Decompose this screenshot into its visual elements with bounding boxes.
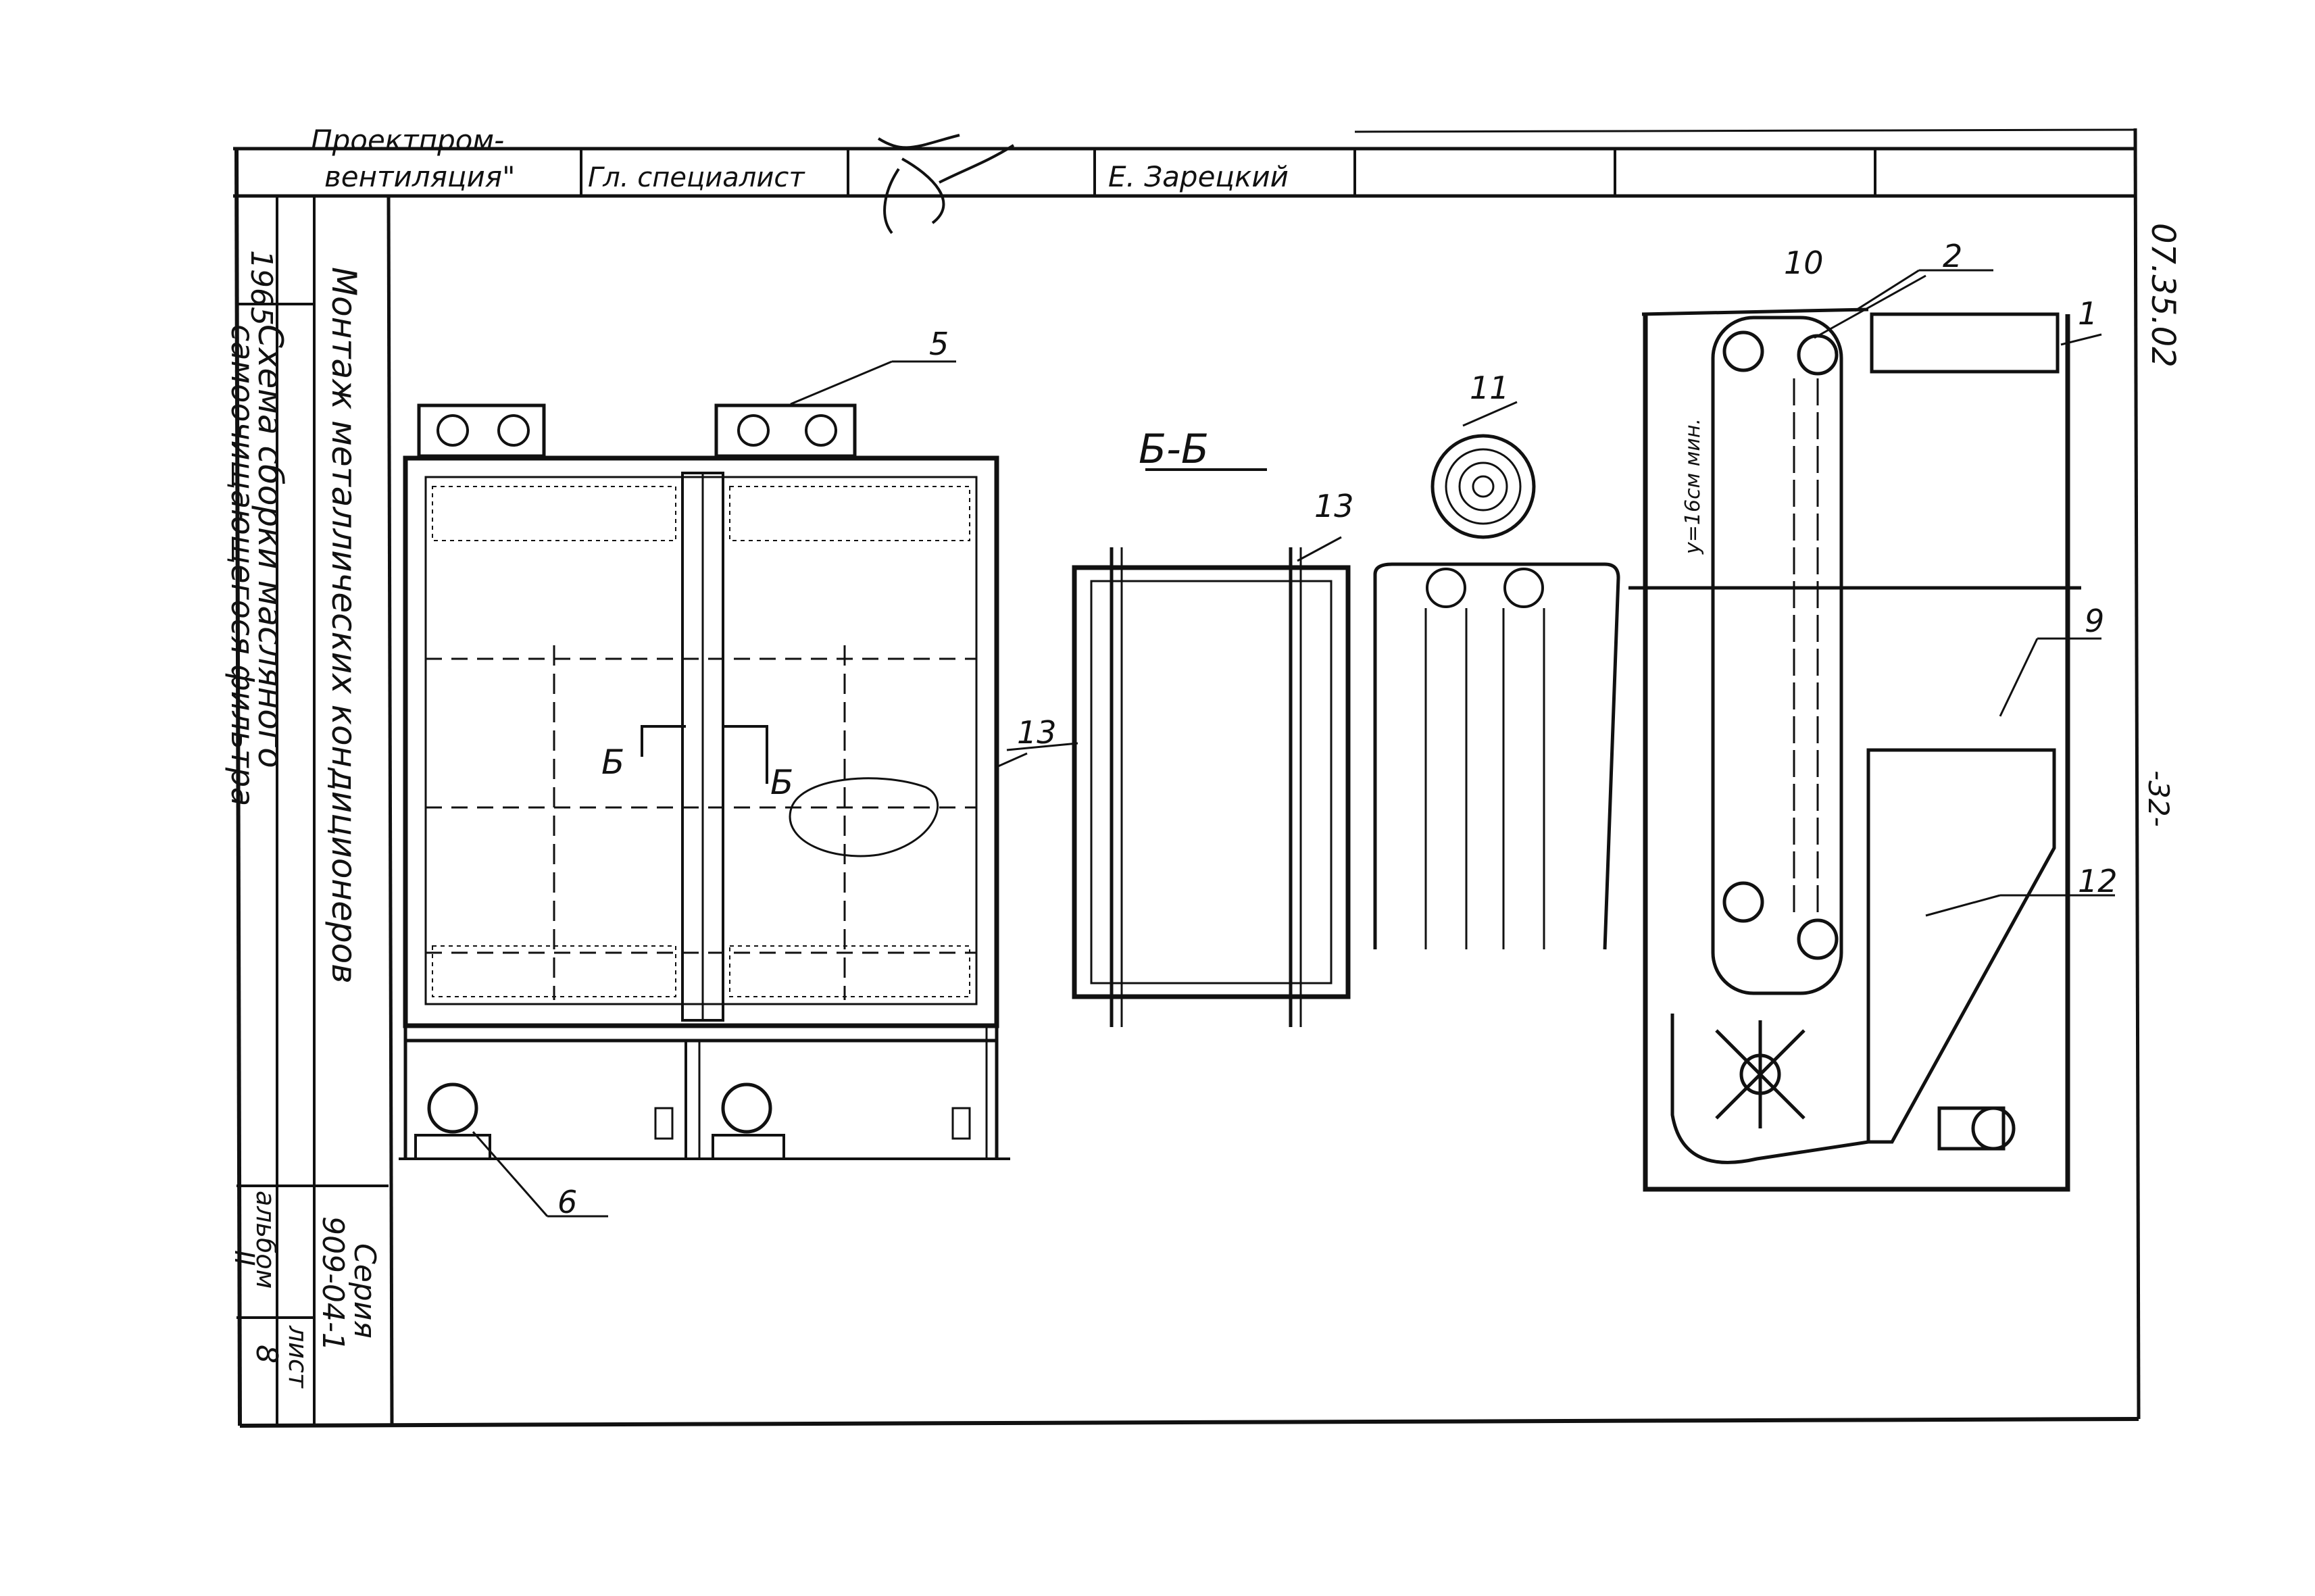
title-block: Проектпром- вентиляция" Гл. специалист Е… bbox=[224, 124, 2182, 1389]
series-number: 909-04-1 bbox=[316, 1216, 350, 1351]
callout-11: 11 bbox=[1470, 370, 1510, 406]
filter-roll-detail bbox=[1373, 401, 1620, 950]
dimension-note: y=16см мин. bbox=[1681, 418, 1705, 555]
cut-mark-right: Б bbox=[770, 763, 793, 802]
drawing-labels: Б-Б Б Б y=16см мин. 1 2 5 6 9 10 11 12 1… bbox=[557, 238, 2118, 1220]
callout-6: 6 bbox=[557, 1184, 577, 1220]
year: 1965 bbox=[244, 250, 278, 326]
engineer-name: Е. Зарецкий bbox=[1108, 160, 1289, 193]
signature bbox=[877, 134, 1015, 234]
album-label: альбом bbox=[251, 1191, 280, 1289]
callout-10: 10 bbox=[1784, 245, 1824, 281]
sheet-code: 07.35.02 bbox=[2144, 223, 2182, 368]
callout-9: 9 bbox=[2085, 603, 2104, 639]
callout-2: 2 bbox=[1943, 238, 1962, 274]
org-line2: вентиляция" bbox=[324, 160, 515, 193]
sheet-frame bbox=[233, 128, 2141, 1428]
filter-spiral-icon bbox=[1430, 434, 1536, 539]
sheet-title-line1: Схема сборки масляного bbox=[251, 324, 290, 768]
sprocket-icon bbox=[1722, 330, 1764, 372]
sheet-label: лист bbox=[283, 1325, 313, 1389]
org-line1: Проектпром- bbox=[311, 124, 504, 157]
role-label: Гл. специалист bbox=[588, 162, 805, 193]
page-mark: -32- bbox=[2142, 770, 2175, 827]
cut-mark-left: Б bbox=[601, 743, 624, 782]
callout-1: 1 bbox=[2078, 295, 2097, 332]
side-section bbox=[1628, 269, 2115, 1192]
pump-icon bbox=[427, 1082, 478, 1134]
series-label: Серия bbox=[347, 1243, 382, 1339]
callout-12: 12 bbox=[2078, 863, 2118, 899]
section-b-b bbox=[1006, 468, 1351, 1027]
filter-elevation bbox=[399, 360, 1028, 1218]
section-label: Б-Б bbox=[1139, 426, 1209, 473]
callout-13-side: 13 bbox=[1017, 714, 1057, 751]
drawing-title: Монтаж металлических кондиционеров bbox=[324, 267, 364, 984]
callout-13-top: 13 bbox=[1314, 488, 1354, 524]
sheet-title-line2: самоочищающегося фильтра bbox=[224, 324, 261, 806]
sheet-number: 8 bbox=[249, 1345, 284, 1364]
album-number: II bbox=[228, 1250, 259, 1266]
callout-5: 5 bbox=[929, 326, 949, 362]
